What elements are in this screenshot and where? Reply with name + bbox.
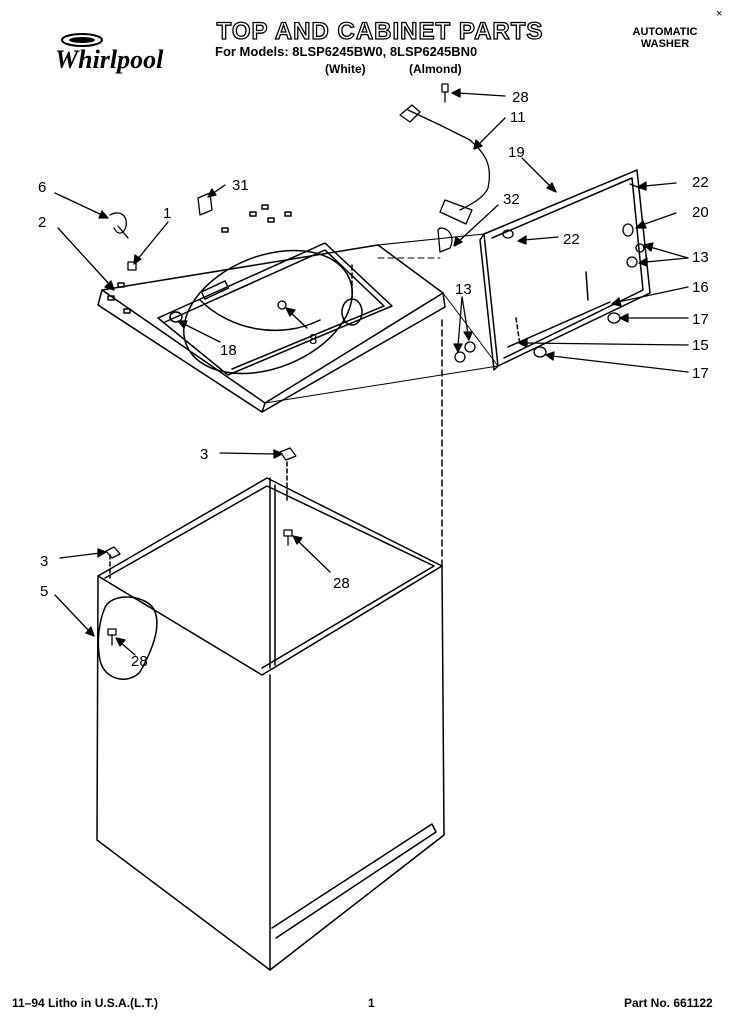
page-title: TOP AND CABINET PARTS — [216, 17, 544, 45]
callout-28-c: 28 — [131, 653, 148, 670]
callout-3-b: 3 — [40, 553, 48, 570]
leader-lines — [54, 88, 689, 656]
small-parts — [105, 83, 645, 646]
whirlpool-logo: Whirlpool — [55, 33, 164, 74]
color-variants: (White) (Almond) — [325, 62, 462, 76]
corner-mark: × — [716, 8, 723, 20]
appliance-category: AUTOMATIC WASHER — [600, 26, 730, 50]
callout-15: 15 — [692, 337, 709, 354]
callout-1: 1 — [163, 205, 171, 222]
callout-17-b: 17 — [692, 365, 709, 382]
callout-22-a: 22 — [692, 174, 709, 191]
callout-2: 2 — [38, 214, 46, 231]
callout-18: 18 — [220, 342, 237, 359]
litho-note: 11–94 Litho in U.S.A.(L.T.) — [12, 996, 159, 1010]
category-line-2: WASHER — [640, 38, 690, 50]
part-number: Part No. 661122 — [624, 996, 713, 1010]
variant-white: (White) — [325, 62, 366, 76]
callout-numbers: 28 11 19 6 31 1 32 2 22 22 20 13 13 16 1… — [38, 89, 709, 670]
brand-wordmark: Whirlpool — [55, 45, 164, 74]
callout-16: 16 — [692, 279, 709, 296]
callout-19: 19 — [508, 144, 525, 161]
callout-13-b: 13 — [455, 281, 472, 298]
page-number: 1 — [368, 996, 375, 1010]
models-line: For Models: 8LSP6245BW0, 8LSP6245BN0 — [215, 44, 478, 59]
variant-almond: (Almond) — [409, 62, 462, 76]
callout-28-b: 28 — [333, 575, 350, 592]
callout-20: 20 — [692, 204, 709, 221]
console-panel — [479, 169, 651, 371]
callout-22-b: 22 — [563, 231, 580, 248]
callout-28-a: 28 — [512, 89, 529, 106]
callout-11: 11 — [510, 109, 526, 126]
category-line-1: AUTOMATIC — [632, 26, 698, 38]
callout-8: 8 — [309, 331, 317, 348]
callout-5: 5 — [40, 583, 48, 600]
callout-3-a: 3 — [200, 446, 208, 463]
washer-cabinet — [96, 319, 445, 971]
callout-17-a: 17 — [692, 311, 709, 328]
callout-6: 6 — [38, 179, 46, 196]
washer-top — [97, 204, 446, 413]
callout-13-a: 13 — [692, 249, 709, 266]
callout-31: 31 — [232, 177, 249, 194]
callout-32: 32 — [503, 191, 520, 208]
